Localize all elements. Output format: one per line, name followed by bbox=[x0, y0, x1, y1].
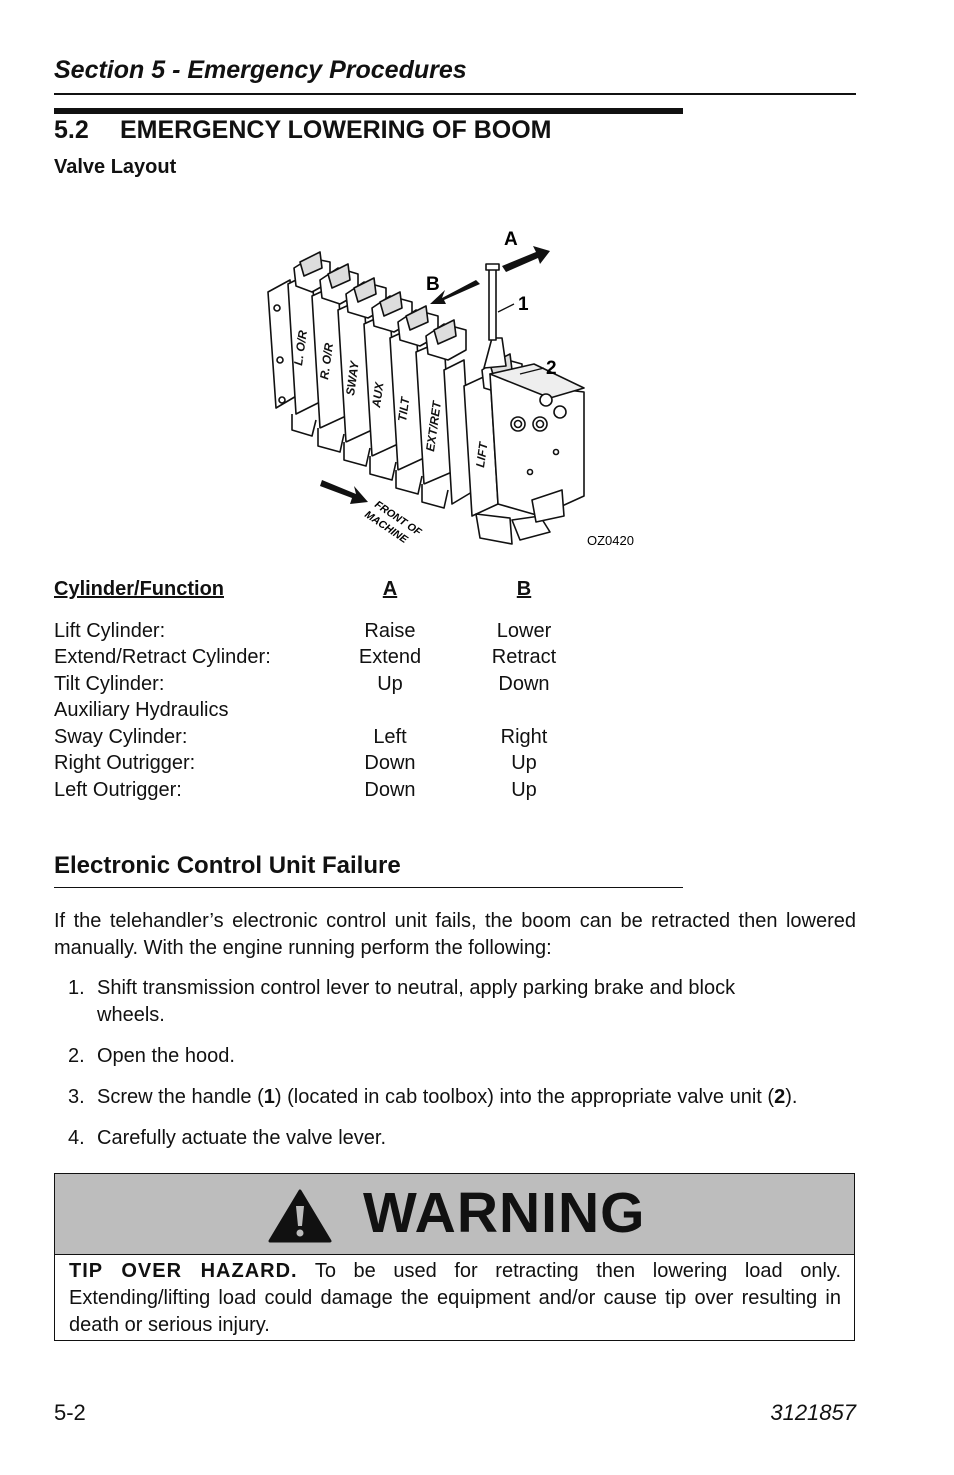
table-header-function: Cylinder/Function bbox=[54, 578, 224, 600]
step-number: 3. bbox=[68, 1086, 85, 1108]
list-item: 1. Shift transmission control lever to n… bbox=[54, 975, 834, 1029]
callout-b: B bbox=[426, 274, 440, 295]
step-text-part: ). bbox=[785, 1086, 798, 1108]
table-row-a: Up bbox=[377, 673, 403, 695]
table-header-a: A bbox=[382, 578, 398, 600]
valve-label-ror: R. O/R bbox=[317, 342, 336, 381]
list-item: 2. Open the hood. bbox=[54, 1043, 834, 1070]
section-title: Section 5 - Emergency Procedures bbox=[54, 56, 467, 84]
table-row-a: Extend bbox=[358, 646, 422, 668]
table-row-b: Retract bbox=[491, 646, 557, 668]
table-row-b: Up bbox=[511, 779, 537, 801]
table-row-b: Down bbox=[498, 673, 550, 695]
callout-2: 2 bbox=[546, 358, 557, 379]
page-number: 5-2 bbox=[54, 1400, 86, 1425]
list-item: 3. Screw the handle (1) (located in cab … bbox=[54, 1084, 834, 1111]
table-row-name: Lift Cylinder: bbox=[54, 620, 166, 642]
warning-body: To be used for retracting then lowering … bbox=[69, 1260, 841, 1336]
handle-ref: 1 bbox=[263, 1086, 275, 1108]
table-row-a: Raise bbox=[364, 620, 416, 642]
table-row-name: Extend/Retract Cylinder: bbox=[54, 646, 271, 668]
callout-a: A bbox=[504, 229, 518, 250]
table-row-name: Sway Cylinder: bbox=[54, 726, 188, 748]
valve-label-lift: LIFT bbox=[473, 440, 491, 469]
warning-header: WARNING bbox=[55, 1174, 854, 1255]
header-rule bbox=[54, 93, 856, 95]
step-text-line-2: wheels. bbox=[97, 1004, 165, 1026]
warning-triangle-icon bbox=[268, 1189, 332, 1243]
heading-title: EMERGENCY LOWERING OF BOOM bbox=[120, 116, 552, 144]
table-row-b: Lower bbox=[496, 620, 552, 642]
page-heading: 5.2 EMERGENCY LOWERING OF BOOM bbox=[54, 116, 552, 145]
ecu-heading: Electronic Control Unit Failure bbox=[54, 852, 401, 879]
doc-number: 3121857 bbox=[770, 1400, 856, 1425]
warning-text: TIP OVER HAZARD. To be used for retracti… bbox=[69, 1258, 841, 1339]
warning-title: WARNING bbox=[363, 1181, 646, 1245]
valve-layout-subtitle: Valve Layout bbox=[54, 156, 177, 178]
callout-1: 1 bbox=[518, 294, 529, 315]
arrow-front bbox=[320, 480, 368, 504]
valve-section-ext-ret bbox=[415, 319, 467, 485]
valve-label-aux: AUX bbox=[369, 380, 387, 409]
warning-box: WARNING TIP OVER HAZARD. To be used for … bbox=[54, 1173, 855, 1341]
step-text-line-1: Shift transmission control lever to neut… bbox=[97, 977, 736, 999]
valve-layout-figure: L. O/R R. O/R SWAY AUX TILT EXT/RET LIFT… bbox=[267, 229, 634, 548]
arrow-a bbox=[502, 246, 550, 272]
step-text: Open the hood. bbox=[97, 1045, 235, 1067]
ecu-heading-rule bbox=[54, 887, 683, 888]
table-row-b: Up bbox=[511, 752, 537, 774]
heading-number: 5.2 bbox=[54, 116, 89, 144]
step-text-part: ) (located in cab toolbox) into the appr… bbox=[274, 1086, 775, 1108]
table-row-a: Left bbox=[373, 726, 407, 748]
table-row-name: Left Outrigger: bbox=[54, 779, 182, 801]
table-header-b: B bbox=[516, 578, 532, 600]
table-row-a: Down bbox=[364, 779, 416, 801]
step-number: 1. bbox=[68, 977, 85, 999]
valve-label-sway: SWAY bbox=[343, 359, 362, 396]
arrow-b bbox=[430, 280, 480, 304]
table-row-name: Tilt Cylinder: bbox=[54, 673, 165, 695]
table-row-a: Down bbox=[364, 752, 416, 774]
valve-ref: 2 bbox=[774, 1086, 786, 1108]
figure-code: OZ0420 bbox=[587, 533, 634, 548]
list-item: 4. Carefully actuate the valve lever. bbox=[54, 1125, 834, 1152]
table-row-b: Right bbox=[500, 726, 548, 748]
ecu-intro: If the telehandler’s electronic control … bbox=[54, 910, 856, 959]
warning-lead: TIP OVER HAZARD. bbox=[69, 1260, 298, 1282]
valve-label-tilt: TILT bbox=[395, 395, 412, 423]
table-row-name: Right Outrigger: bbox=[54, 752, 196, 774]
step-number: 2. bbox=[68, 1045, 85, 1067]
step-text: Carefully actuate the valve lever. bbox=[97, 1127, 387, 1149]
heading-rule bbox=[54, 108, 683, 114]
step-text: Screw the handle (1) (located in cab too… bbox=[97, 1084, 834, 1111]
valve-section-aux bbox=[363, 291, 413, 457]
step-number: 4. bbox=[68, 1127, 85, 1149]
table-row-name: Auxiliary Hydraulics bbox=[54, 699, 229, 721]
valve-label-lor: L. O/R bbox=[291, 329, 310, 366]
step-text-part: Screw the handle ( bbox=[97, 1086, 264, 1108]
